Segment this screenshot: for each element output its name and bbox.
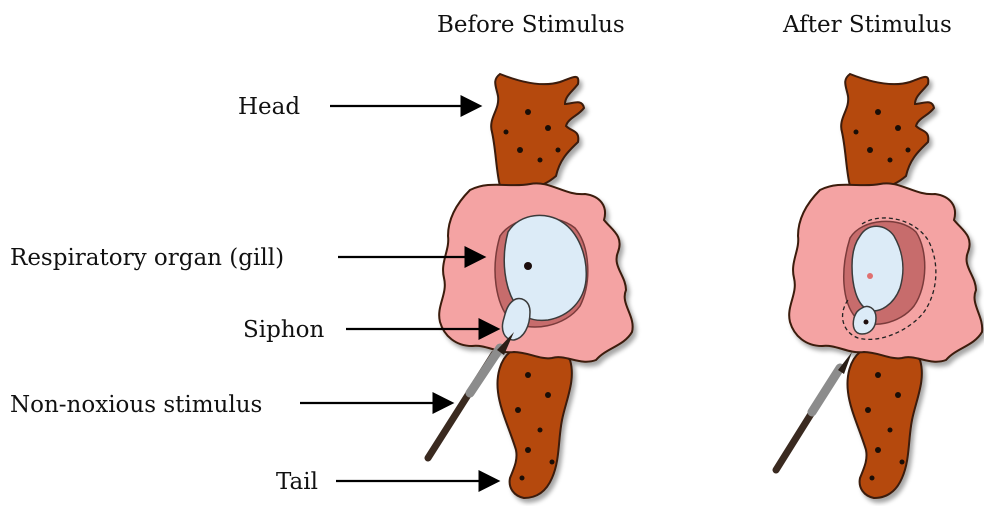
label-tail: Tail <box>276 471 318 494</box>
label-head: Head <box>238 96 300 119</box>
label-stimulus: Non-noxious stimulus <box>10 394 262 417</box>
aplysia-after <box>789 74 982 498</box>
brush-after <box>776 352 852 470</box>
panel-title-before: Before Stimulus <box>437 14 625 37</box>
aplysia-before <box>439 74 632 498</box>
panel-title-after: After Stimulus <box>783 14 952 37</box>
gill-after <box>852 226 903 311</box>
label-siphon: Siphon <box>243 319 324 342</box>
label-gill: Respiratory organ (gill) <box>10 247 284 270</box>
tail-after <box>848 348 922 498</box>
tail-before <box>498 348 572 498</box>
